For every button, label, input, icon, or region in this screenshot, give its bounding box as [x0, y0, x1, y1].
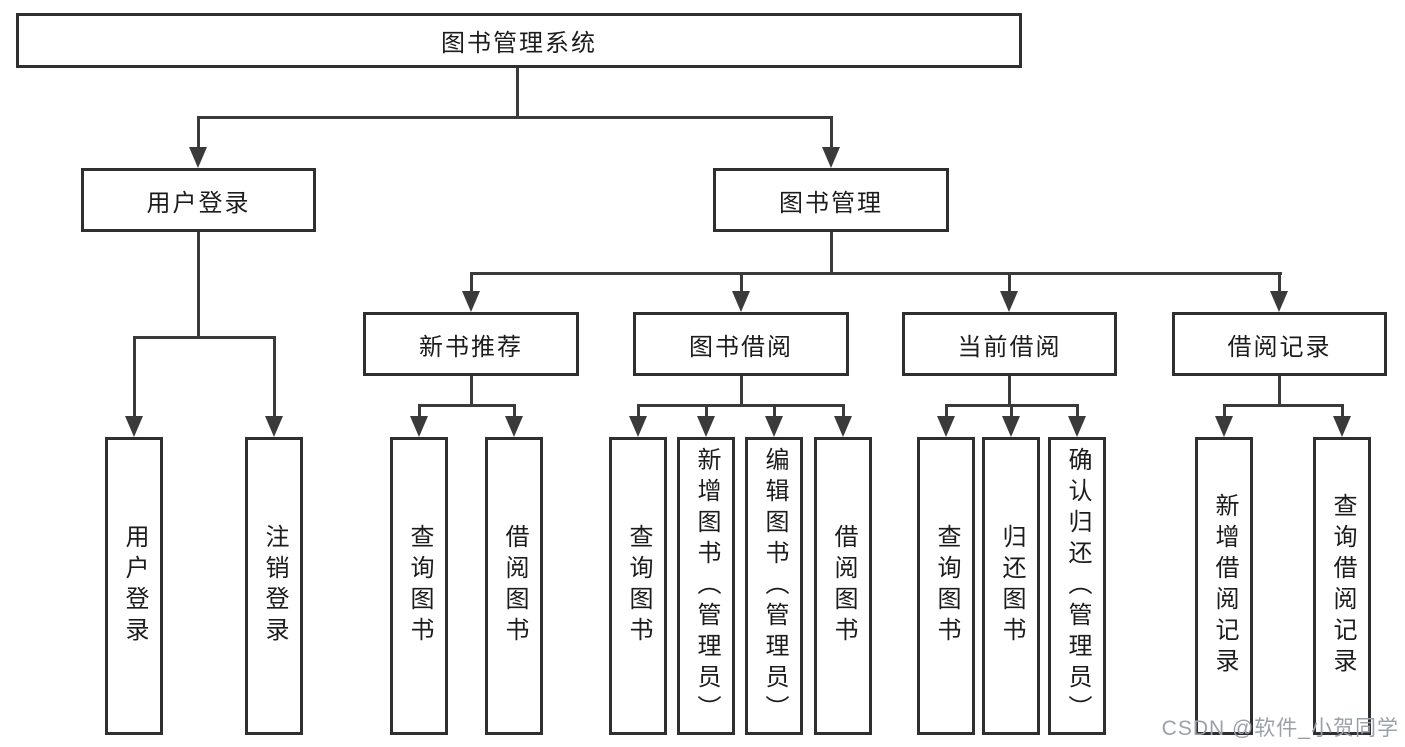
connector-arrow-shaft [418, 404, 421, 421]
connector-arrow-shaft [273, 336, 276, 421]
connector-arrow-shaft [773, 404, 776, 421]
node-label: 借阅记录 [1227, 333, 1332, 361]
connector-arrow-shaft [945, 404, 948, 421]
connector-arrow-shaft [842, 404, 845, 421]
node-new-book-recommendation: 新书推荐 [363, 312, 579, 376]
leaf-label: 借阅图书 [830, 524, 857, 648]
arrowhead-down-icon [125, 416, 143, 437]
connector-book-management-stub [830, 232, 833, 274]
leaf-label: 借阅图书 [501, 524, 528, 648]
arrowhead-down-icon [765, 416, 783, 437]
node-book-borrowing: 图书借阅 [633, 312, 849, 376]
connector-arrow-shaft [637, 404, 640, 421]
leaf-label: 新增图书（管理员） [693, 446, 720, 726]
node-borrowing-records: 借阅记录 [1172, 312, 1387, 376]
arrowhead-down-icon [1270, 291, 1288, 312]
connector-group-stub [1008, 376, 1011, 406]
leaf-query-books-recommend: 查询图书 [390, 437, 448, 735]
arrowhead-down-icon [697, 416, 715, 437]
node-library-management-system: 图书管理系统 [16, 13, 1022, 68]
node-label: 用户登录 [146, 189, 251, 217]
leaf-logout: 注销登录 [245, 437, 303, 735]
arrowhead-down-icon [505, 416, 523, 437]
connector-arrow-shaft [1076, 404, 1079, 421]
arrowhead-down-icon [822, 147, 840, 168]
leaf-label: 编辑图书（管理员） [761, 446, 788, 726]
connector-user-login-rail [133, 336, 276, 339]
arrowhead-down-icon [189, 147, 207, 168]
connector-arrow-shaft [513, 404, 516, 421]
node-book-management: 图书管理 [713, 168, 949, 232]
leaf-label: 新增借阅记录 [1211, 493, 1238, 679]
connector-level2-rail [197, 116, 833, 119]
arrowhead-down-icon [937, 416, 955, 437]
node-label: 图书管理系统 [441, 30, 597, 57]
leaf-edit-books-admin: 编辑图书（管理员） [745, 437, 803, 735]
arrowhead-down-icon [1068, 416, 1086, 437]
node-current-borrowing: 当前借阅 [902, 312, 1117, 376]
connector-arrow-shaft [197, 116, 200, 151]
connector-arrow-shaft [1278, 272, 1281, 295]
leaf-borrow-books-recommend: 借阅图书 [485, 437, 543, 735]
connector-arrow-shaft [1341, 404, 1344, 421]
arrowhead-down-icon [410, 416, 428, 437]
arrowhead-down-icon [1002, 416, 1020, 437]
connector-group-stub [740, 376, 743, 406]
arrowhead-down-icon [462, 291, 480, 312]
arrowhead-down-icon [1000, 291, 1018, 312]
leaf-user-login: 用户登录 [105, 437, 163, 735]
leaf-return-books: 归还图书 [982, 437, 1040, 735]
connector-arrow-shaft [470, 272, 473, 295]
node-label: 当前借阅 [957, 333, 1062, 361]
connector-group-rail [637, 404, 845, 407]
connector-group-stub [470, 376, 473, 406]
arrowhead-down-icon [732, 291, 750, 312]
leaf-query-books-current: 查询图书 [917, 437, 975, 735]
leaf-label: 查询图书 [933, 524, 960, 648]
leaf-label: 查询借阅记录 [1329, 493, 1356, 679]
leaf-borrow-books: 借阅图书 [814, 437, 872, 735]
connector-arrow-shaft [133, 336, 136, 421]
arrowhead-down-icon [265, 416, 283, 437]
leaf-label: 归还图书 [998, 524, 1025, 648]
leaf-query-borrow-record: 查询借阅记录 [1313, 437, 1371, 735]
connector-arrow-shaft [1008, 272, 1011, 295]
connector-level3-rail [470, 272, 1282, 275]
arrowhead-down-icon [834, 416, 852, 437]
leaf-label: 用户登录 [121, 524, 148, 648]
leaf-label: 查询图书 [406, 524, 433, 648]
connector-group-stub [1278, 376, 1281, 406]
leaf-label: 查询图书 [625, 524, 652, 648]
leaf-confirm-return-admin: 确认归还（管理员） [1048, 437, 1106, 735]
node-label: 新书推荐 [419, 333, 523, 361]
connector-group-rail [1223, 404, 1344, 407]
leaf-label: 注销登录 [261, 524, 288, 648]
connector-root-stub [516, 68, 519, 118]
arrowhead-down-icon [1215, 416, 1233, 437]
connector-arrow-shaft [1010, 404, 1013, 421]
connector-arrow-shaft [740, 272, 743, 295]
node-label: 图书借阅 [689, 333, 793, 361]
connector-user-login-stub [197, 232, 200, 338]
arrowhead-down-icon [629, 416, 647, 437]
connector-arrow-shaft [705, 404, 708, 421]
arrowhead-down-icon [1333, 416, 1351, 437]
node-label: 图书管理 [779, 189, 883, 217]
connector-group-rail [418, 404, 516, 407]
leaf-label: 确认归还（管理员） [1064, 446, 1091, 726]
csdn-watermark: CSDN @软件_小贺同学 [1161, 717, 1399, 740]
leaf-add-borrow-record: 新增借阅记录 [1195, 437, 1253, 735]
connector-arrow-shaft [1223, 404, 1226, 421]
connector-arrow-shaft [830, 116, 833, 151]
node-user-login: 用户登录 [81, 168, 316, 232]
leaf-query-books-borrowing: 查询图书 [609, 437, 667, 735]
leaf-add-books-admin: 新增图书（管理员） [677, 437, 735, 735]
